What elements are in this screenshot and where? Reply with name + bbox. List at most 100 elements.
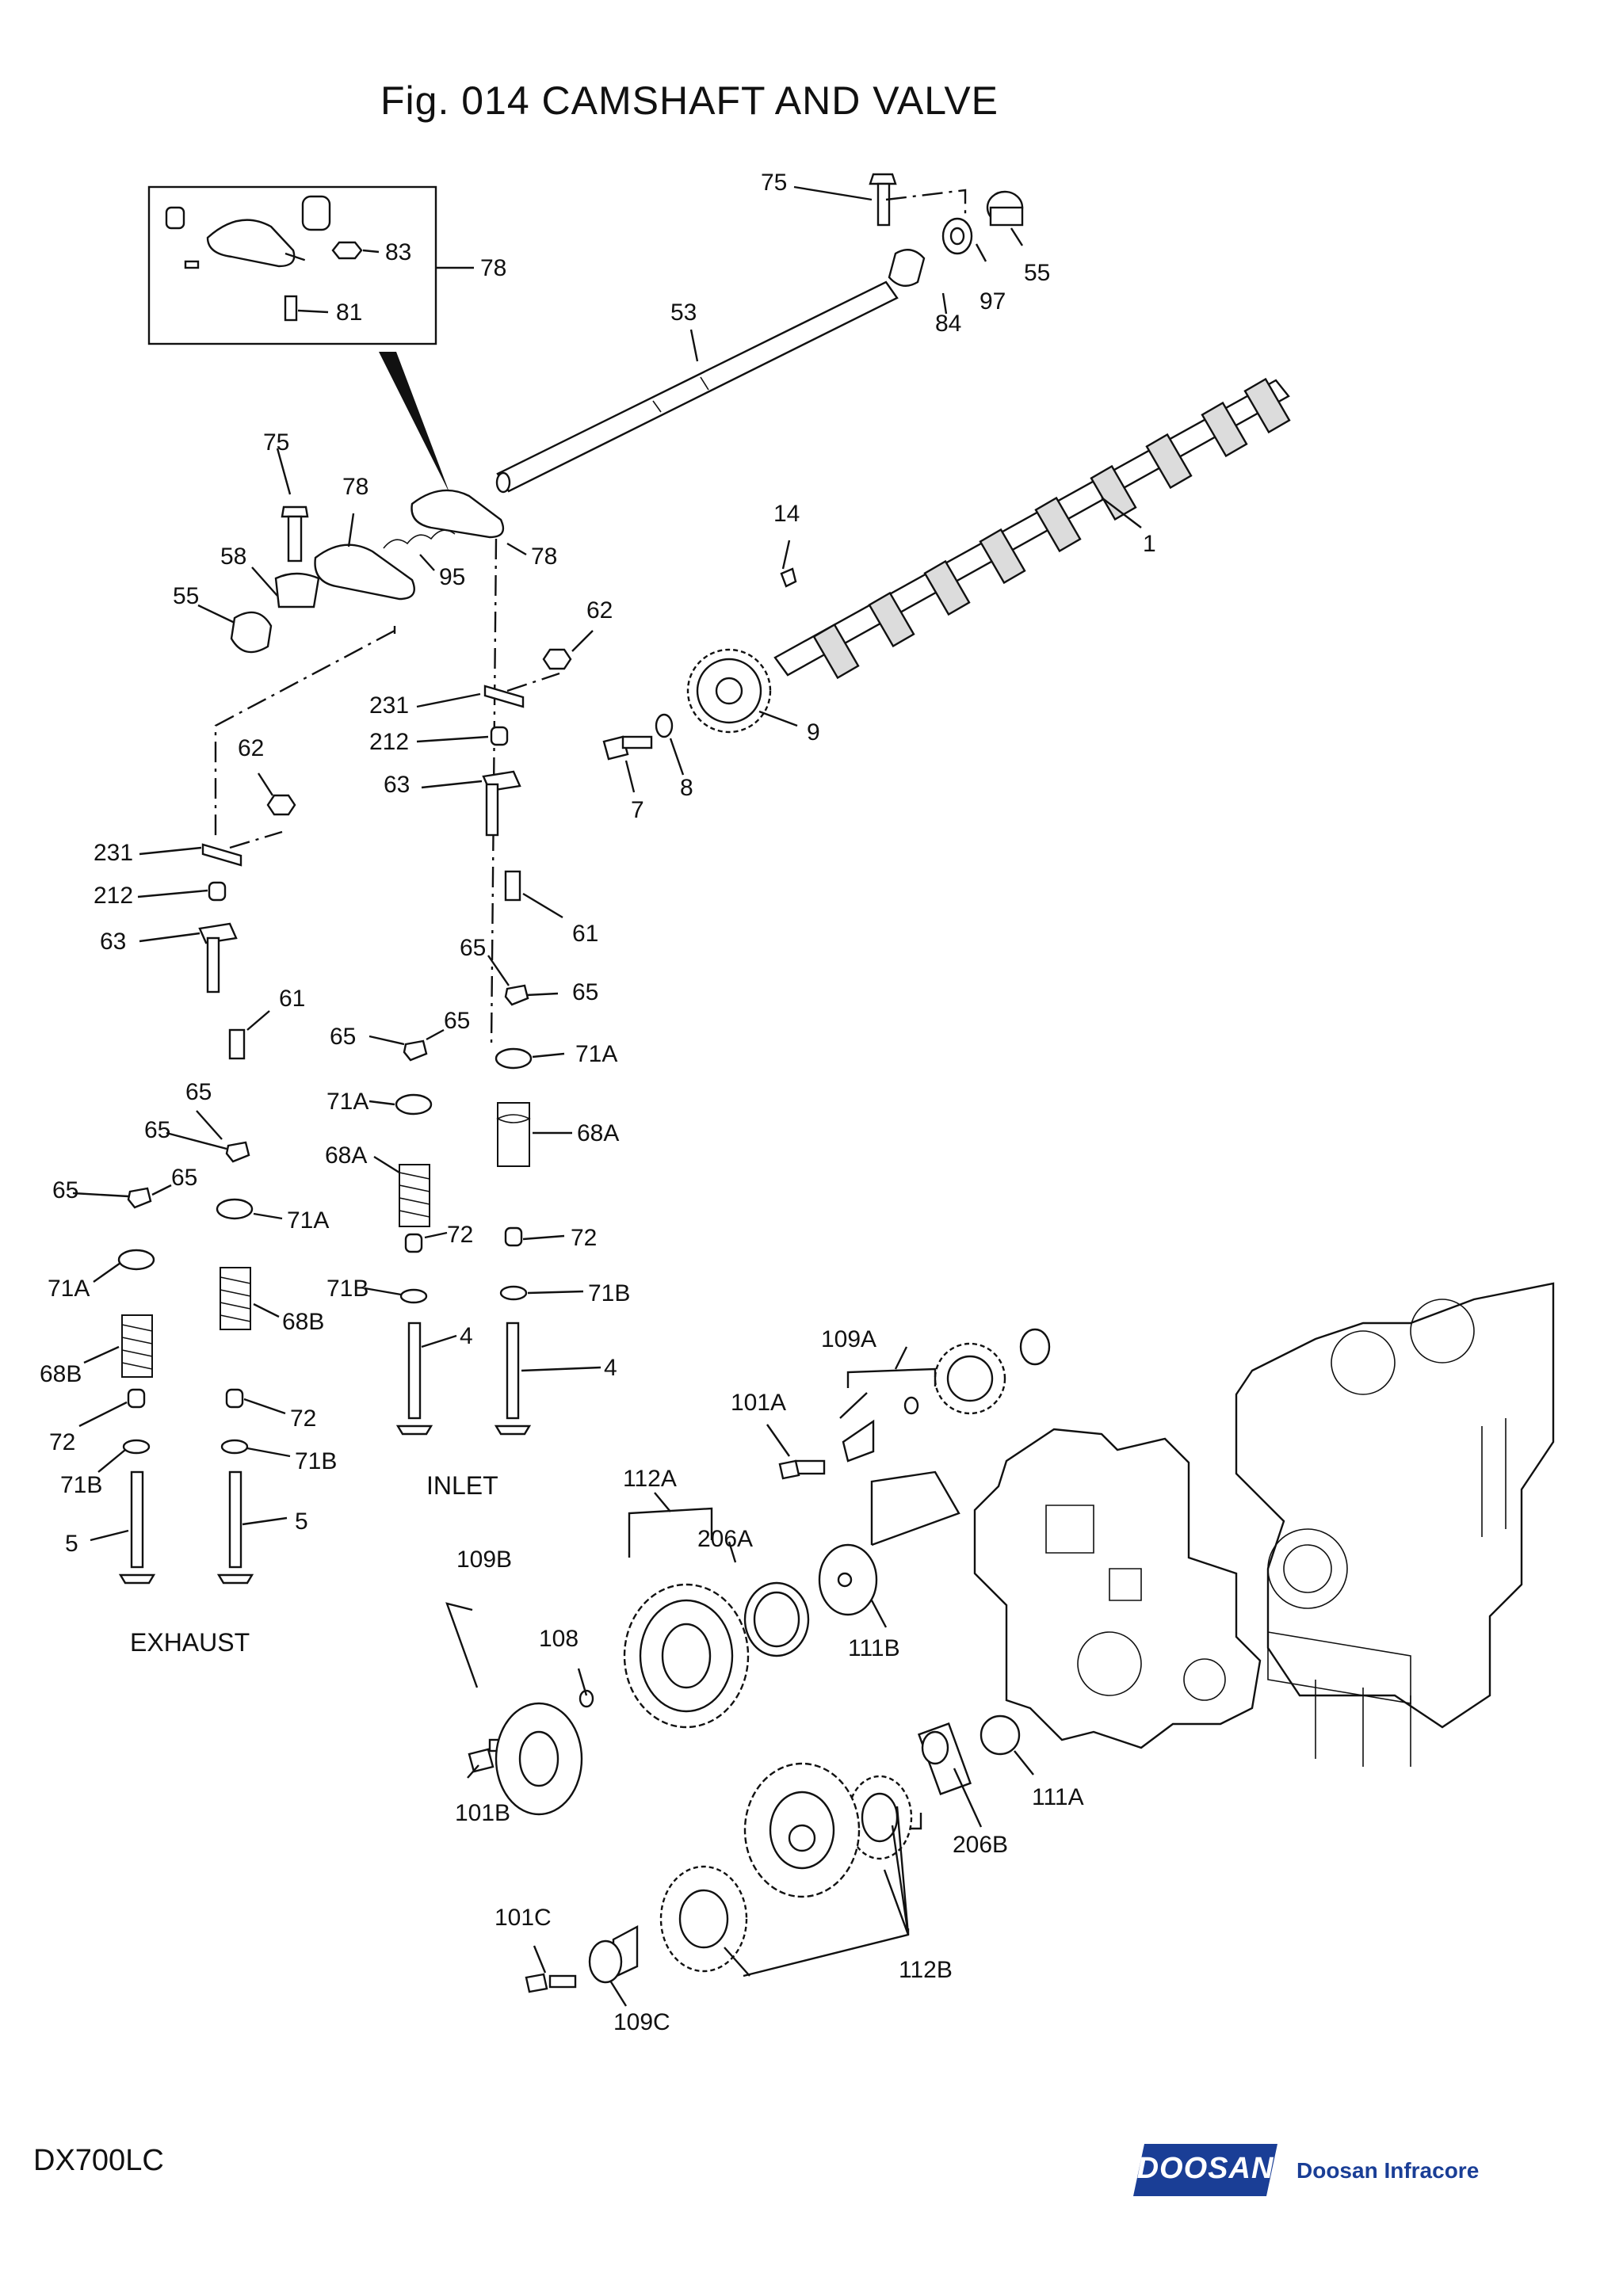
idler-gear-group-upper — [766, 1328, 1051, 1480]
middle-valve-4 — [407, 1322, 422, 1420]
callout-9: 9 — [807, 719, 820, 746]
callout-71b: 71B — [60, 1472, 102, 1498]
callout-5: 5 — [295, 1508, 308, 1535]
callout-65: 65 — [144, 1117, 170, 1143]
callout-68a: 68A — [325, 1142, 367, 1169]
callout-108: 108 — [539, 1626, 579, 1652]
callout-231: 231 — [369, 692, 409, 719]
rocker-shaft — [495, 280, 899, 494]
callout-71b: 71B — [295, 1448, 337, 1474]
callout-65: 65 — [185, 1079, 212, 1105]
callout-71a: 71A — [327, 1089, 369, 1115]
spring-95 — [383, 529, 456, 549]
logo-wordmark: DOOSAN — [1136, 2152, 1274, 2185]
callout-72: 72 — [447, 1222, 473, 1248]
callout-65: 65 — [330, 1024, 356, 1050]
callout-61: 61 — [279, 986, 305, 1012]
callout-97: 97 — [980, 288, 1006, 315]
inlet-valve-4 — [506, 1322, 520, 1420]
callout-71a: 71A — [287, 1207, 329, 1234]
callout-109a: 109A — [821, 1326, 876, 1352]
callout-68a: 68A — [577, 1120, 619, 1146]
rocker-arm-assembly — [197, 448, 527, 654]
callout-labels: 75 55 97 84 53 83 78 81 75 78 58 55 95 7… — [40, 170, 1156, 2035]
callout-81: 81 — [336, 299, 362, 326]
callout-65: 65 — [171, 1165, 197, 1191]
callout-71b: 71B — [588, 1280, 630, 1306]
callout-95: 95 — [439, 564, 465, 590]
callout-78: 78 — [342, 474, 369, 500]
camshaft — [773, 377, 1291, 680]
rocker-arm-exhaust — [314, 543, 415, 601]
exhaust-valve-5a — [228, 1470, 242, 1569]
callout-4: 4 — [460, 1323, 473, 1349]
callout-7: 7 — [631, 797, 644, 823]
callout-206b: 206B — [953, 1832, 1008, 1858]
figure-title: Fig. 014 CAMSHAFT AND VALVE — [380, 78, 999, 123]
callout-8: 8 — [680, 775, 693, 801]
middle-valve-train — [364, 1028, 457, 1436]
callout-63: 63 — [100, 929, 126, 955]
callout-83: 83 — [385, 239, 411, 265]
callout-212: 212 — [369, 729, 409, 755]
idler-gear-group-lower — [525, 1714, 1034, 2007]
callout-62: 62 — [586, 597, 613, 624]
rocker-arm-inlet — [411, 489, 505, 539]
exhaust-valve-train — [72, 626, 396, 1585]
inlet-valve-train — [416, 538, 601, 1436]
idler-gear-group-middle — [445, 1470, 960, 1816]
callout-78: 78 — [480, 255, 506, 281]
camshaft-gear-group — [602, 648, 798, 793]
callout-68b: 68B — [40, 1361, 82, 1387]
callout-65: 65 — [444, 1008, 470, 1034]
callout-212: 212 — [94, 883, 133, 909]
callout-4: 4 — [604, 1355, 617, 1381]
callout-1: 1 — [1143, 531, 1156, 557]
callout-55: 55 — [173, 583, 199, 609]
inset-nut-83 — [331, 241, 363, 260]
callout-84: 84 — [935, 311, 961, 337]
callout-101c: 101C — [495, 1905, 552, 1931]
engine-block — [973, 1282, 1555, 1767]
callout-75: 75 — [761, 170, 787, 196]
callout-112a: 112A — [623, 1466, 677, 1492]
callout-72: 72 — [571, 1225, 597, 1251]
callout-55: 55 — [1024, 260, 1050, 286]
callout-109b: 109B — [456, 1547, 512, 1573]
callout-101a: 101A — [731, 1390, 786, 1416]
inset-bushing — [165, 206, 185, 230]
nut-62-inlet — [542, 648, 572, 670]
brand-name: Doosan Infracore — [1296, 2158, 1480, 2183]
model-label: DX700LC — [33, 2144, 164, 2177]
callout-71a: 71A — [575, 1041, 617, 1067]
rocker-detail-inset — [147, 185, 474, 345]
section-label-inlet: INLET — [426, 1471, 498, 1500]
callout-111a: 111A — [1032, 1784, 1084, 1810]
exhaust-valve-5b — [130, 1470, 144, 1569]
inset-pointer — [379, 352, 450, 494]
callout-206a: 206A — [697, 1526, 753, 1552]
callout-63: 63 — [384, 772, 410, 798]
callout-5: 5 — [65, 1531, 78, 1557]
callout-72: 72 — [49, 1429, 75, 1455]
callout-78: 78 — [531, 543, 557, 570]
callout-68b: 68B — [282, 1309, 324, 1335]
section-label-exhaust: EXHAUST — [130, 1628, 250, 1657]
callout-111b: 111B — [848, 1635, 900, 1661]
shaft-plug-55 — [230, 611, 273, 654]
inset-screw-81 — [284, 295, 298, 322]
callout-65: 65 — [52, 1177, 78, 1203]
callout-109c: 109C — [613, 2009, 670, 2035]
doosan-logo — [1133, 2144, 1277, 2196]
callout-58: 58 — [220, 543, 246, 570]
callout-71b: 71B — [327, 1276, 369, 1302]
brand-footer: DOOSAN Doosan Infracore — [1133, 2142, 1609, 2201]
inset-clip — [184, 260, 200, 269]
callout-72: 72 — [290, 1405, 316, 1432]
callout-14: 14 — [773, 501, 800, 527]
callout-53: 53 — [670, 299, 697, 326]
callout-62: 62 — [238, 735, 264, 761]
callout-101b: 101B — [455, 1800, 510, 1826]
